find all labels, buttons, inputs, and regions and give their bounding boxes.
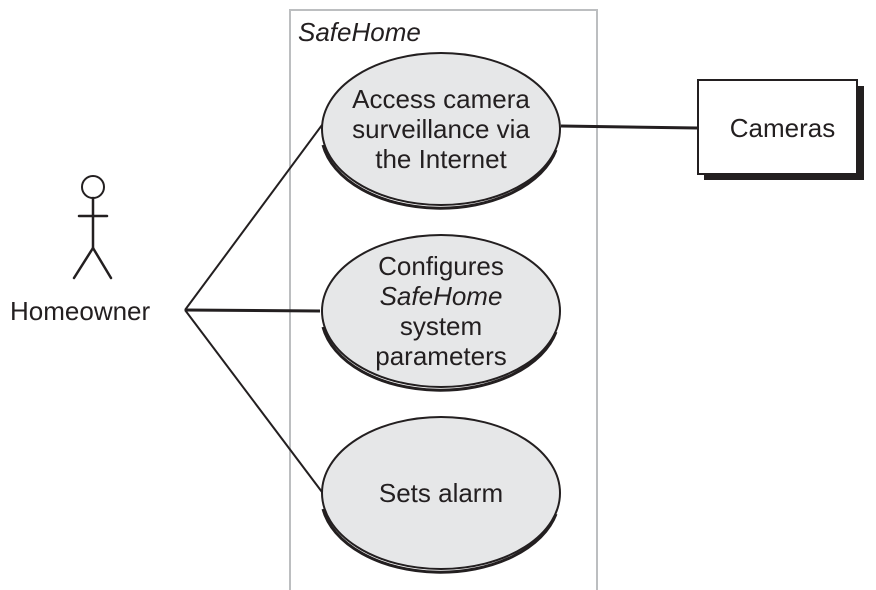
assoc-homeowner-configure [184,308,321,313]
use-case-line: system [399,311,483,341]
homeowner-label: Homeowner [10,296,151,326]
system-title: SafeHome [298,17,421,47]
use-case-access-camera [321,52,561,206]
use-case-line: Sets alarm [378,478,504,508]
actor-legs [72,245,113,280]
homeowner-actor-figure [72,175,113,280]
use-case-line: Configures [378,251,504,281]
assoc-homeowner-camera [184,124,323,311]
use-case-label-sets-alarm: Sets alarm [322,478,560,508]
actor-head [81,175,105,199]
use-case-access-camera-shadow [321,144,558,210]
system-boundary [289,9,598,590]
association-lines [184,124,698,493]
cameras-box [697,79,858,175]
use-case-ellipses [321,52,561,574]
use-case-label-configure: Configures SafeHome system parameters [322,251,560,371]
use-case-sets-alarm-shadow [321,508,558,574]
use-case-line: surveillance via [352,114,530,144]
use-case-configure [321,234,561,388]
use-case-sets-alarm [321,416,561,570]
use-case-line: the Internet [375,144,507,174]
use-case-line-system-name: SafeHome [379,281,503,311]
assoc-homeowner-alarm [184,309,323,493]
use-case-line: parameters [375,341,507,371]
use-case-line: Access camera [352,84,530,114]
use-case-label-access-camera: Access camera surveillance via the Inter… [322,84,560,174]
cameras-label: Cameras [729,113,836,143]
assoc-camera-cameras [560,124,698,130]
use-case-configure-shadow [321,326,558,392]
